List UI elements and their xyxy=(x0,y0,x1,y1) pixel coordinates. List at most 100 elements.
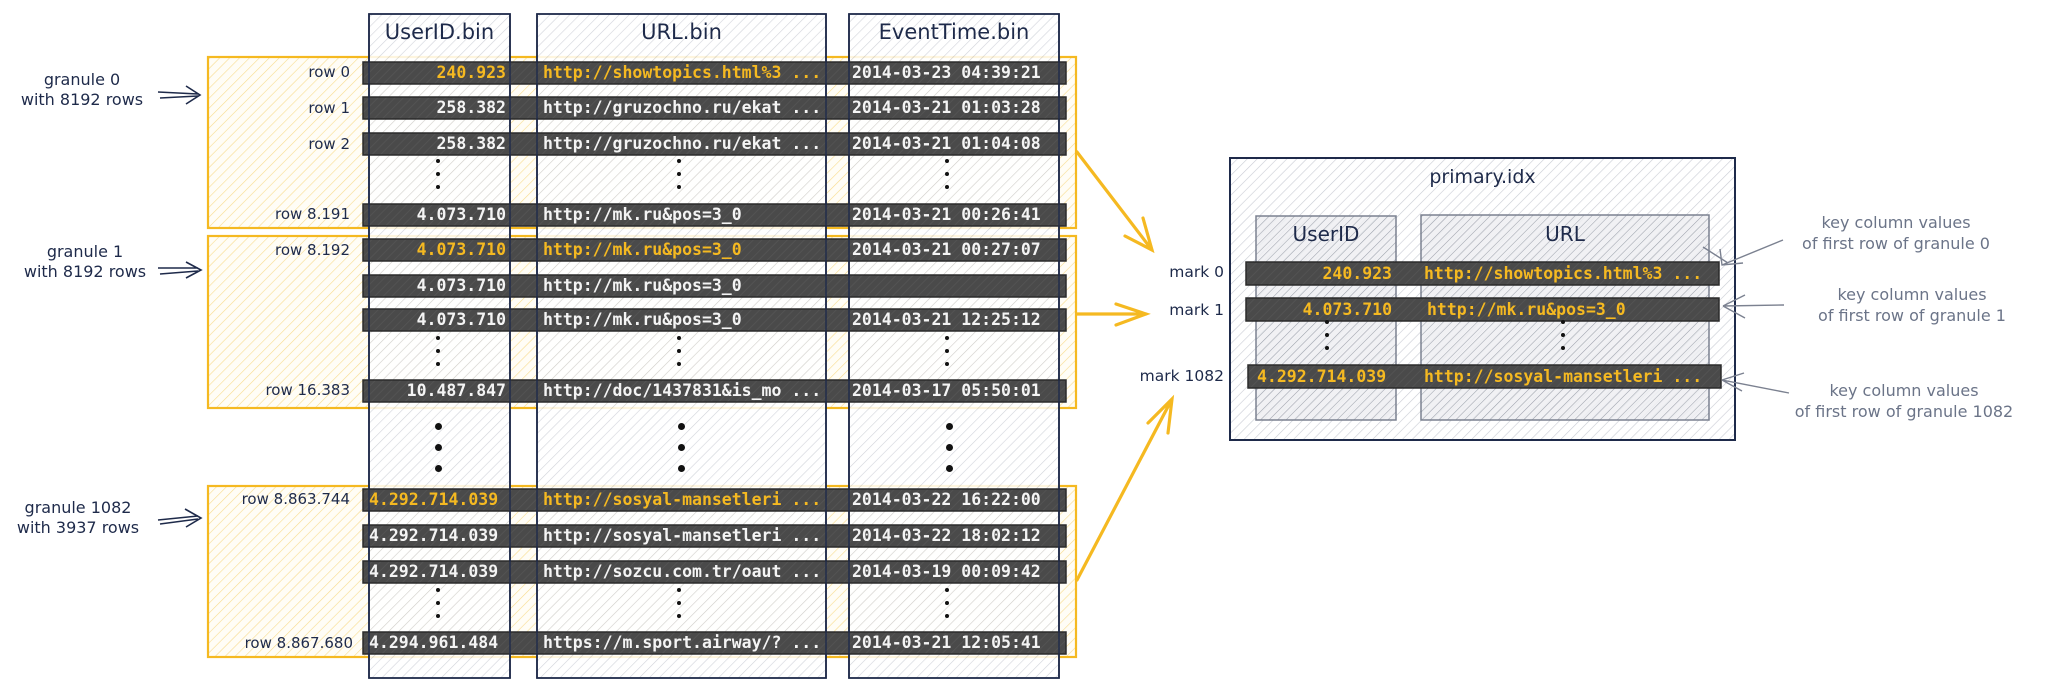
arrow-icon xyxy=(1702,239,1784,266)
ellipsis-icon xyxy=(435,423,442,486)
cell-userid: 4.073.710 xyxy=(416,240,506,259)
index-bar xyxy=(1245,297,1720,322)
note-line: of first row of granule 1082 xyxy=(1794,402,2014,421)
mark-label: mark 0 xyxy=(1169,263,1224,281)
row-bar xyxy=(362,203,1067,227)
cell-userid: 4.292.714.039 xyxy=(369,562,499,581)
index-bar xyxy=(1247,364,1722,389)
arrow-icon xyxy=(1722,294,1785,319)
cell-userid: 4.073.710 xyxy=(416,205,506,224)
primary-index-header-url: URL xyxy=(1545,222,1585,246)
cell-eventtime: 2014-03-17 05:50:01 xyxy=(852,381,1041,400)
row-label: row 1 xyxy=(308,99,350,117)
ellipsis-icon xyxy=(676,159,682,198)
row-bar xyxy=(362,524,1067,548)
note-line: key column values xyxy=(1837,285,1987,304)
row-label: row 0 xyxy=(308,63,350,81)
cell-userid: 10.487.847 xyxy=(406,381,506,400)
index-cell-userid: 4.292.714.039 xyxy=(1257,367,1387,386)
row-bars xyxy=(362,61,1067,655)
arrow-icon xyxy=(1075,302,1151,327)
cell-url: http://sosyal-mansetleri ... xyxy=(543,490,822,509)
column-header-url: URL.bin xyxy=(641,20,722,44)
cell-eventtime: 2014-03-21 12:05:41 xyxy=(852,633,1041,652)
row-bar xyxy=(362,274,1067,298)
cell-eventtime: 2014-03-19 00:09:42 xyxy=(852,562,1041,581)
cell-userid: 258.382 xyxy=(436,134,506,153)
note-line: key column values xyxy=(1821,213,1971,232)
note-granule-1082: key column values of first row of granul… xyxy=(1774,380,2034,422)
cell-userid: 4.073.710 xyxy=(416,276,506,295)
row-label: row 8.863.744 xyxy=(241,490,350,508)
row-label: row 8.191 xyxy=(275,205,350,223)
row-bar xyxy=(362,132,1067,156)
cell-url: http://mk.ru&pos=3_0 xyxy=(543,276,742,295)
mark-label: mark 1082 xyxy=(1139,367,1224,385)
cell-url: http://gruzochno.ru/ekat ... xyxy=(543,98,822,117)
granule-label-title: granule 1 xyxy=(46,242,124,261)
cell-eventtime: 2014-03-21 00:26:41 xyxy=(852,205,1041,224)
index-bars xyxy=(1245,261,1722,389)
ellipsis-icon xyxy=(678,423,685,486)
granule-1-label: granule 1 with 8192 rows xyxy=(0,242,170,282)
cell-url: http://mk.ru&pos=3_0 xyxy=(543,240,742,259)
ellipsis-icon xyxy=(944,336,950,375)
arrow-icon xyxy=(157,85,202,105)
note-granule-0: key column values of first row of granul… xyxy=(1766,212,2026,254)
cell-eventtime: 2014-03-21 12:25:12 xyxy=(852,310,1041,329)
note-arrows xyxy=(1702,239,1790,394)
cell-url: http://doc/1437831&is_mo ... xyxy=(543,381,822,400)
granule-1082-label: granule 1082 with 3937 rows xyxy=(0,498,163,538)
ellipsis-icon xyxy=(944,159,950,198)
ellipsis-icon xyxy=(435,588,441,627)
index-cell-url: http://sosyal-mansetleri ... xyxy=(1424,367,1703,386)
arrow-icon xyxy=(1721,372,1790,394)
index-cell-url: http://showtopics.html%3 ... xyxy=(1424,264,1703,283)
ellipsis-icon xyxy=(1560,320,1566,359)
note-line: of first row of granule 0 xyxy=(1802,234,1990,253)
primary-index-header-userid: UserID xyxy=(1292,222,1360,246)
row-label: row 8.192 xyxy=(275,241,350,259)
row-bar xyxy=(362,308,1067,332)
ellipsis-icon xyxy=(676,588,682,627)
granule-0-label: granule 0 with 8192 rows xyxy=(0,70,167,110)
row-bar xyxy=(362,61,1067,85)
granule-label-rows: with 8192 rows xyxy=(23,262,147,281)
cell-userid: 4.294.961.484 xyxy=(369,633,499,652)
cell-url: http://mk.ru&pos=3_0 xyxy=(543,310,742,329)
primary-index-title: primary.idx xyxy=(1429,166,1536,188)
ellipsis-icon xyxy=(676,336,682,375)
cell-userid: 240.923 xyxy=(436,63,506,82)
ellipsis-icon xyxy=(946,423,953,486)
granule-label-title: granule 1082 xyxy=(24,498,132,517)
ellipsis-icon xyxy=(1324,320,1330,359)
granule-to-mark-arrows xyxy=(1075,150,1175,582)
cell-userid: 4.292.714.039 xyxy=(369,526,499,545)
column-header-userid: UserID.bin xyxy=(384,20,495,44)
note-granule-1: key column values of first row of granul… xyxy=(1782,284,2042,326)
index-cell-userid: 240.923 xyxy=(1322,264,1392,283)
index-cell-url: http://mk.ru&pos=3_0 xyxy=(1427,300,1626,319)
cell-url: http://sosyal-mansetleri ... xyxy=(543,526,822,545)
cell-url: https://m.sport.airway/? ... xyxy=(543,633,822,652)
ellipsis-icon xyxy=(435,336,441,375)
mark-label: mark 1 xyxy=(1169,301,1224,319)
row-bar xyxy=(362,238,1067,262)
row-bar xyxy=(362,379,1067,403)
note-line: of first row of granule 1 xyxy=(1818,306,2006,325)
row-label: row 16.383 xyxy=(265,381,350,399)
row-label: row 2 xyxy=(308,135,350,153)
cell-eventtime: 2014-03-22 18:02:12 xyxy=(852,526,1041,545)
ellipsis-icon xyxy=(944,588,950,627)
granule-label-title: granule 0 xyxy=(43,70,121,89)
arrow-icon xyxy=(157,508,203,528)
cell-url: http://mk.ru&pos=3_0 xyxy=(543,205,742,224)
column-outlines xyxy=(368,14,1060,678)
granule-label-rows: with 8192 rows xyxy=(20,90,144,109)
arrow-icon xyxy=(158,261,203,279)
cell-url: http://sozcu.com.tr/oaut ... xyxy=(543,562,822,581)
cell-userid: 4.073.710 xyxy=(416,310,506,329)
cell-url: http://showtopics.html%3 ... xyxy=(543,63,822,82)
cell-eventtime: 2014-03-21 01:04:08 xyxy=(852,134,1041,153)
